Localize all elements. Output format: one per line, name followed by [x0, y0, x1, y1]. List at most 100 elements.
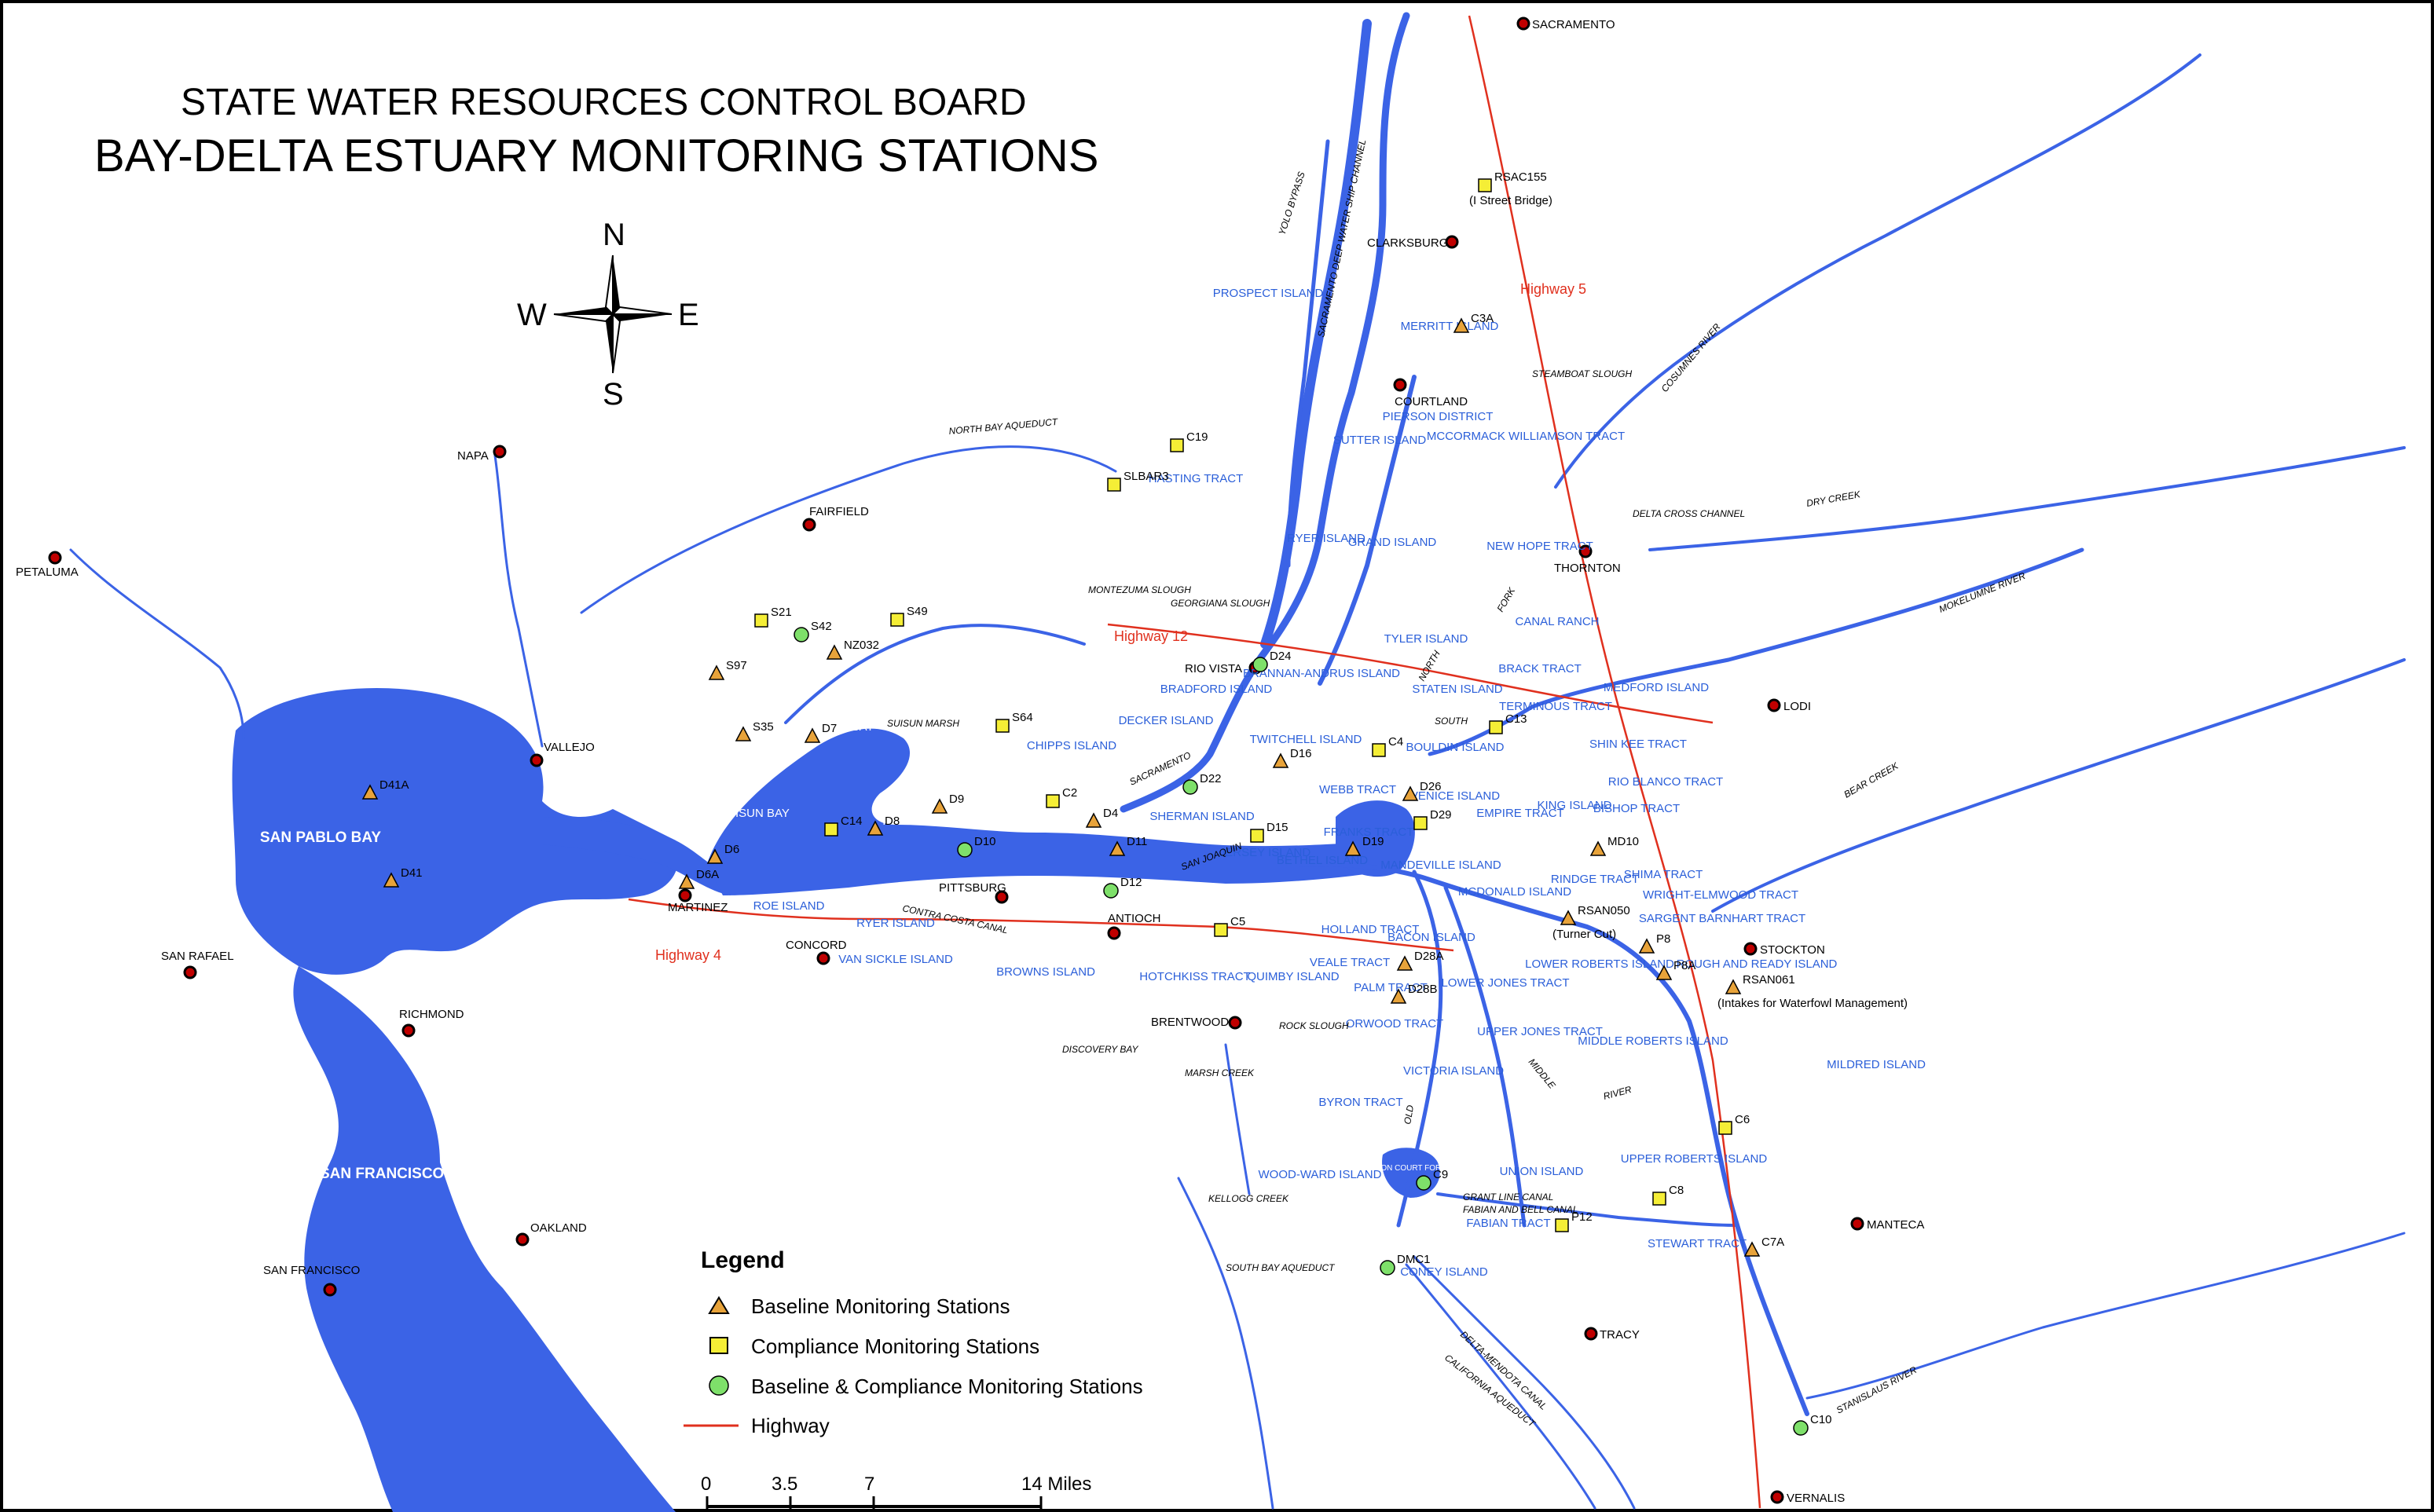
station-label: D9 — [949, 793, 964, 806]
region-labels: PROSPECT ISLAND MERRITT ISLAND HASTING T… — [719, 287, 1926, 1279]
compliance-square-icon — [709, 1337, 728, 1354]
legend-title: Legend — [701, 1247, 785, 1273]
sacramento-river — [1120, 12, 1410, 813]
region-label: CHIPPS ISLAND — [1027, 739, 1116, 752]
station-label: D10 — [974, 835, 996, 848]
region-label: NEW HOPE TRACT — [1486, 540, 1593, 553]
station-label: C19 — [1186, 430, 1208, 444]
compliance-square-icon — [1250, 829, 1264, 843]
city-marker: SAN RAFAEL — [161, 950, 234, 979]
station-rsan050: RSAN050(Turner Cut) — [1552, 904, 1630, 941]
highway-5-line — [1468, 15, 1761, 1509]
station-label: S64 — [1012, 711, 1033, 724]
svg-text:ROCK SLOUGH: ROCK SLOUGH — [1279, 1020, 1349, 1031]
station-label: C10 — [1810, 1413, 1832, 1426]
station-d28a: D28A — [1396, 950, 1444, 971]
region-label: HOLLAND TRACT — [1321, 923, 1420, 936]
svg-text:RIO VISTA: RIO VISTA — [1185, 662, 1242, 675]
scale-tick-label: 14 Miles — [1021, 1474, 1091, 1495]
region-label: BISHOP TRACT — [1593, 802, 1680, 815]
svg-text:KELLOGG CREEK: KELLOGG CREEK — [1208, 1193, 1289, 1204]
svg-text:COURTLAND: COURTLAND — [1395, 395, 1468, 408]
cities: SACRAMENTO CLARKSBURG COURTLAND NAPA FAI… — [16, 16, 1924, 1505]
station-d16: D16 — [1272, 747, 1312, 768]
region-label: HASTING TRACT — [1149, 472, 1244, 485]
bay-labels: SAN PABLO BAY SAN FRANCISCO BAY — [260, 829, 478, 1182]
svg-text:GEORGIANA SLOUGH: GEORGIANA SLOUGH — [1171, 598, 1270, 609]
region-label: VICTORIA ISLAND — [1403, 1064, 1504, 1078]
region-label: MIDDLE ROBERTS ISLAND — [1578, 1034, 1728, 1048]
city-marker: COURTLAND — [1393, 378, 1468, 408]
yolo-bypass-channel — [1286, 139, 1330, 568]
compass-north-label: N — [603, 218, 625, 252]
svg-text:BRENTWOOD: BRENTWOOD — [1151, 1016, 1229, 1029]
compass-west-arrow-icon — [554, 307, 613, 314]
highways — [628, 15, 1761, 1509]
region-label: SUISUN MARSH — [887, 718, 959, 729]
station-dmc1: DMC1 — [1380, 1253, 1431, 1276]
city-marker: SAN FRANCISCO — [263, 1264, 360, 1297]
compliance-square-icon — [1718, 1121, 1732, 1135]
station-label: C13 — [1505, 712, 1527, 726]
station-p8: P8 — [1638, 932, 1670, 954]
city-marker: PETALUMA — [16, 551, 79, 579]
region-label: LOWER JONES TRACT — [1441, 976, 1569, 990]
region-label: MILDRED ISLAND — [1827, 1058, 1926, 1071]
dry-creek — [1648, 446, 2406, 551]
region-label: ROE ISLAND — [753, 899, 825, 913]
highway-4-line — [628, 898, 1454, 952]
california-aqueduct — [1405, 1263, 1596, 1510]
city-marker: VERNALIS — [1770, 1490, 1845, 1505]
region-label: MEDFORD ISLAND — [1604, 681, 1709, 694]
station-label: SLBAR3 — [1124, 470, 1169, 483]
title-line-1: STATE WATER RESOURCES CONTROL BOARD — [181, 82, 1027, 123]
cosumnes-river — [1554, 53, 2201, 489]
compliance-square-icon — [1555, 1218, 1569, 1232]
highway-label: Highway 12 — [1114, 628, 1188, 644]
station-md10: MD10 — [1589, 835, 1639, 856]
san-joaquin-river — [1286, 862, 1809, 1416]
marsh-creek — [1224, 1043, 1251, 1195]
compliance-square-icon — [890, 613, 904, 627]
svg-text:PETALUMA: PETALUMA — [16, 566, 79, 579]
station-label: C4 — [1388, 735, 1403, 749]
station-c13: C13 — [1489, 712, 1527, 734]
region-label: CLIFTON COURT FOREBAY — [1359, 1164, 1462, 1173]
city-marker: SACRAMENTO — [1516, 16, 1615, 31]
svg-text:OLD: OLD — [1402, 1104, 1416, 1125]
region-label: VENICE ISLAND — [1410, 789, 1500, 803]
baseline-triangle-icon — [361, 784, 379, 800]
station-label: S35 — [753, 720, 774, 734]
station-d6: D6 — [706, 843, 739, 864]
svg-text:RICHMOND: RICHMOND — [399, 1008, 464, 1021]
station-c6: C6 — [1718, 1113, 1750, 1135]
compliance-square-icon — [1489, 720, 1503, 734]
station-d22: D22 — [1182, 772, 1222, 795]
svg-text:Compliance Monitoring Stations: Compliance Monitoring Stations — [751, 1334, 1039, 1358]
region-label: UPPER JONES TRACT — [1477, 1025, 1603, 1038]
baseline-triangle-icon — [1638, 938, 1655, 954]
region-label: BYRON TRACT — [1318, 1096, 1402, 1109]
svg-text:MONTEZUMA SLOUGH: MONTEZUMA SLOUGH — [1088, 584, 1191, 595]
station-label: RSAC155 — [1494, 170, 1547, 184]
region-label: MCCORMACK WILLIAMSON TRACT — [1427, 430, 1625, 443]
region-label: RYER ISLAND — [856, 917, 935, 930]
scale-tick-label: 7 — [864, 1474, 874, 1495]
svg-text:FORK: FORK — [1494, 585, 1517, 614]
svg-text:FABIAN AND BELL CANAL: FABIAN AND BELL CANAL — [1463, 1204, 1578, 1215]
legend-item-baseline: Baseline Monitoring Stations — [708, 1294, 1010, 1318]
napa-river — [493, 454, 544, 748]
station-c3a: C3A — [1453, 312, 1494, 333]
station-label: RSAN050 — [1578, 904, 1630, 917]
compliance-square-icon — [1046, 794, 1060, 808]
baseline-triangle-icon — [1396, 955, 1413, 971]
station-label: D8 — [885, 815, 900, 828]
region-label: UPPER ROBERTS ISLAND — [1621, 1152, 1768, 1166]
station-label: D12 — [1120, 876, 1142, 889]
station-label: S49 — [907, 605, 928, 618]
station-label: NZ032 — [844, 639, 879, 652]
region-label: ROUGH AND READY ISLAND — [1677, 957, 1838, 971]
svg-text:MARTINEZ: MARTINEZ — [668, 901, 728, 914]
station-note: (Intakes for Waterfowl Management) — [1717, 997, 1908, 1010]
